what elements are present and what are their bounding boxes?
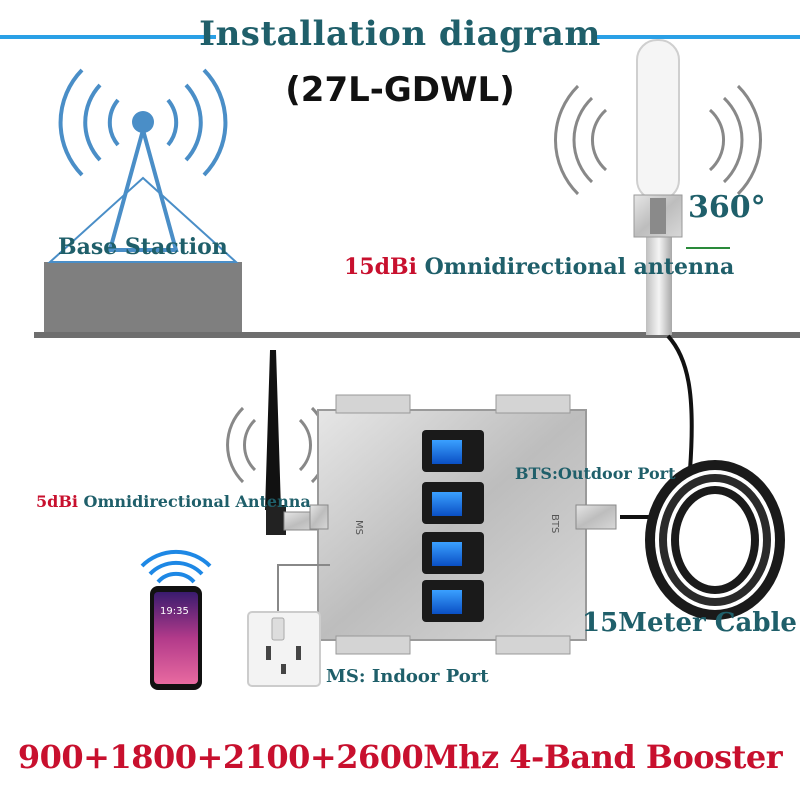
model-code: (27L-GDWL) [285, 70, 515, 110]
indoor-antenna-type: Omnidirectional Antenna [83, 492, 311, 511]
indoor-antenna-gain: 5dBi [36, 492, 78, 511]
power-cord [277, 564, 330, 625]
outdoor-port-label: BTS:Outdoor Port [515, 464, 676, 483]
wall-outlet-icon [247, 611, 321, 687]
title-rule-left [0, 35, 216, 39]
outdoor-antenna-icon [554, 39, 762, 335]
base-station-label: Base Staction [58, 234, 228, 260]
indoor-antenna-label: 5dBi Omnidirectional Antenna [36, 492, 311, 511]
outdoor-antenna-type: Omnidirectional antenna [424, 254, 735, 280]
band-display-panels [422, 430, 484, 622]
outdoor-antenna-label: 15dBi Omnidirectional antenna [344, 254, 734, 280]
title-rule-right [594, 35, 800, 39]
cable-label: 15Meter Cable [582, 608, 797, 638]
band-summary: 900+1800+2100+2600Mhz 4-Band Booster [17, 738, 783, 776]
phone-clock: 19:35 [160, 606, 189, 617]
indoor-port-label: MS: Indoor Port [326, 666, 489, 687]
mobile-phone-icon: 19:35 [140, 549, 212, 690]
signal-booster-device: MS BTS [309, 394, 617, 655]
coax-cable [620, 334, 785, 620]
ms-port-marking: MS [353, 520, 364, 535]
diagram-title: Installation diagram [199, 14, 601, 54]
base-station-tower-icon [47, 68, 239, 263]
building-roof [34, 262, 800, 338]
outdoor-antenna-gain: 15dBi [344, 254, 417, 280]
rotation-label: 360° [688, 190, 766, 225]
bts-port-marking: BTS [549, 514, 560, 533]
